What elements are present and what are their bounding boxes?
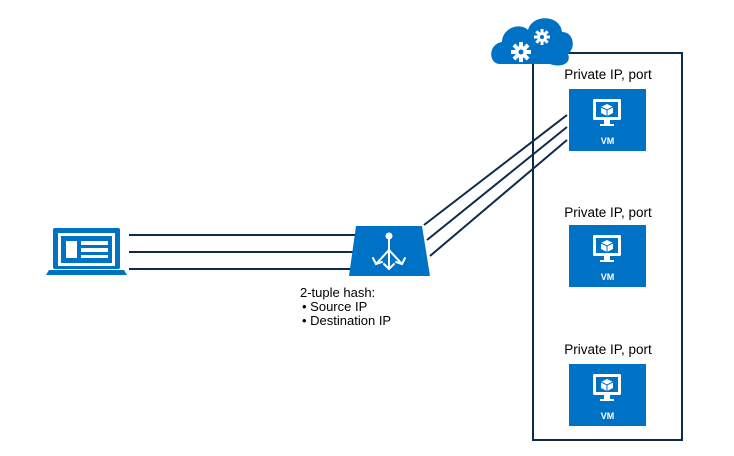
hash-title: 2-tuple hash: <box>300 285 376 300</box>
vm-tile-1 <box>569 89 646 151</box>
hash-bullet-source: • Source IP <box>302 299 368 314</box>
laptop-icon <box>46 228 127 275</box>
monitor-icon <box>593 374 621 401</box>
vm-badge-1: VM <box>601 136 615 146</box>
vm-title-1: Private IP, port <box>564 67 652 82</box>
vm-tile-2 <box>569 225 646 287</box>
cloud-gear-icon <box>491 18 573 66</box>
vm-tile-3 <box>569 364 646 426</box>
vm-badge-2: VM <box>601 272 615 282</box>
vm-title-3: Private IP, port <box>564 342 652 357</box>
load-balancer-icon <box>349 226 430 276</box>
connection-line <box>423 114 568 226</box>
monitor-icon <box>593 99 621 126</box>
client-to-lb-connections <box>129 234 356 270</box>
connection-line <box>429 139 568 257</box>
monitor-icon <box>593 235 621 262</box>
cloud-service-boundary <box>532 52 683 441</box>
vm-badge-3: VM <box>601 411 615 421</box>
hash-description: 2-tuple hash: • Source IP • Destination … <box>300 286 391 328</box>
vm-title-2: Private IP, port <box>564 205 652 220</box>
hash-bullet-destination: • Destination IP <box>302 313 392 328</box>
connection-line <box>426 126 568 241</box>
hash-bullet-destination-text: Destination IP <box>310 313 392 328</box>
lb-to-vm-connections <box>423 114 568 257</box>
hash-bullet-source-text: Source IP <box>310 299 368 314</box>
